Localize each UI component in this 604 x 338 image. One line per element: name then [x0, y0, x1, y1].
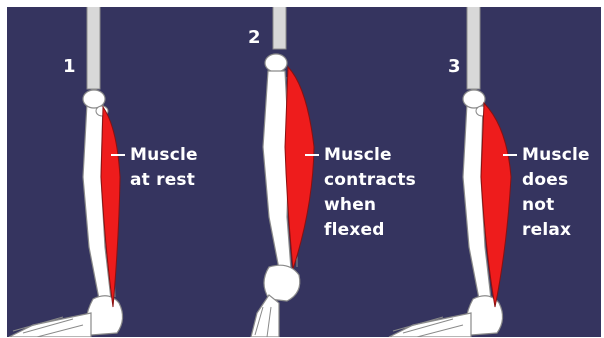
- label-2-line-2: contracts: [324, 168, 416, 193]
- label-3: Muscle does not relax: [522, 143, 590, 243]
- label-3-line-3: not: [522, 193, 590, 218]
- leg-2: [251, 7, 319, 337]
- muscle-diagram: 1 2 3 Muscle at rest Muscle contracts wh…: [7, 7, 601, 337]
- label-2: Muscle contracts when flexed: [324, 143, 416, 243]
- label-1-line-1: Muscle: [130, 143, 198, 168]
- diagram-art: [7, 7, 601, 337]
- label-3-line-2: does: [522, 168, 590, 193]
- label-1-line-2: at rest: [130, 168, 198, 193]
- label-2-line-1: Muscle: [324, 143, 416, 168]
- muscle-2: [285, 67, 314, 269]
- panel-number-3: 3: [448, 57, 461, 77]
- panel-number-2: 2: [248, 28, 261, 48]
- panel-number-1: 1: [63, 57, 76, 77]
- label-3-line-1: Muscle: [522, 143, 590, 168]
- label-2-line-3: when: [324, 193, 416, 218]
- label-2-line-4: flexed: [324, 218, 416, 243]
- label-3-line-4: relax: [522, 218, 590, 243]
- label-1: Muscle at rest: [130, 143, 198, 193]
